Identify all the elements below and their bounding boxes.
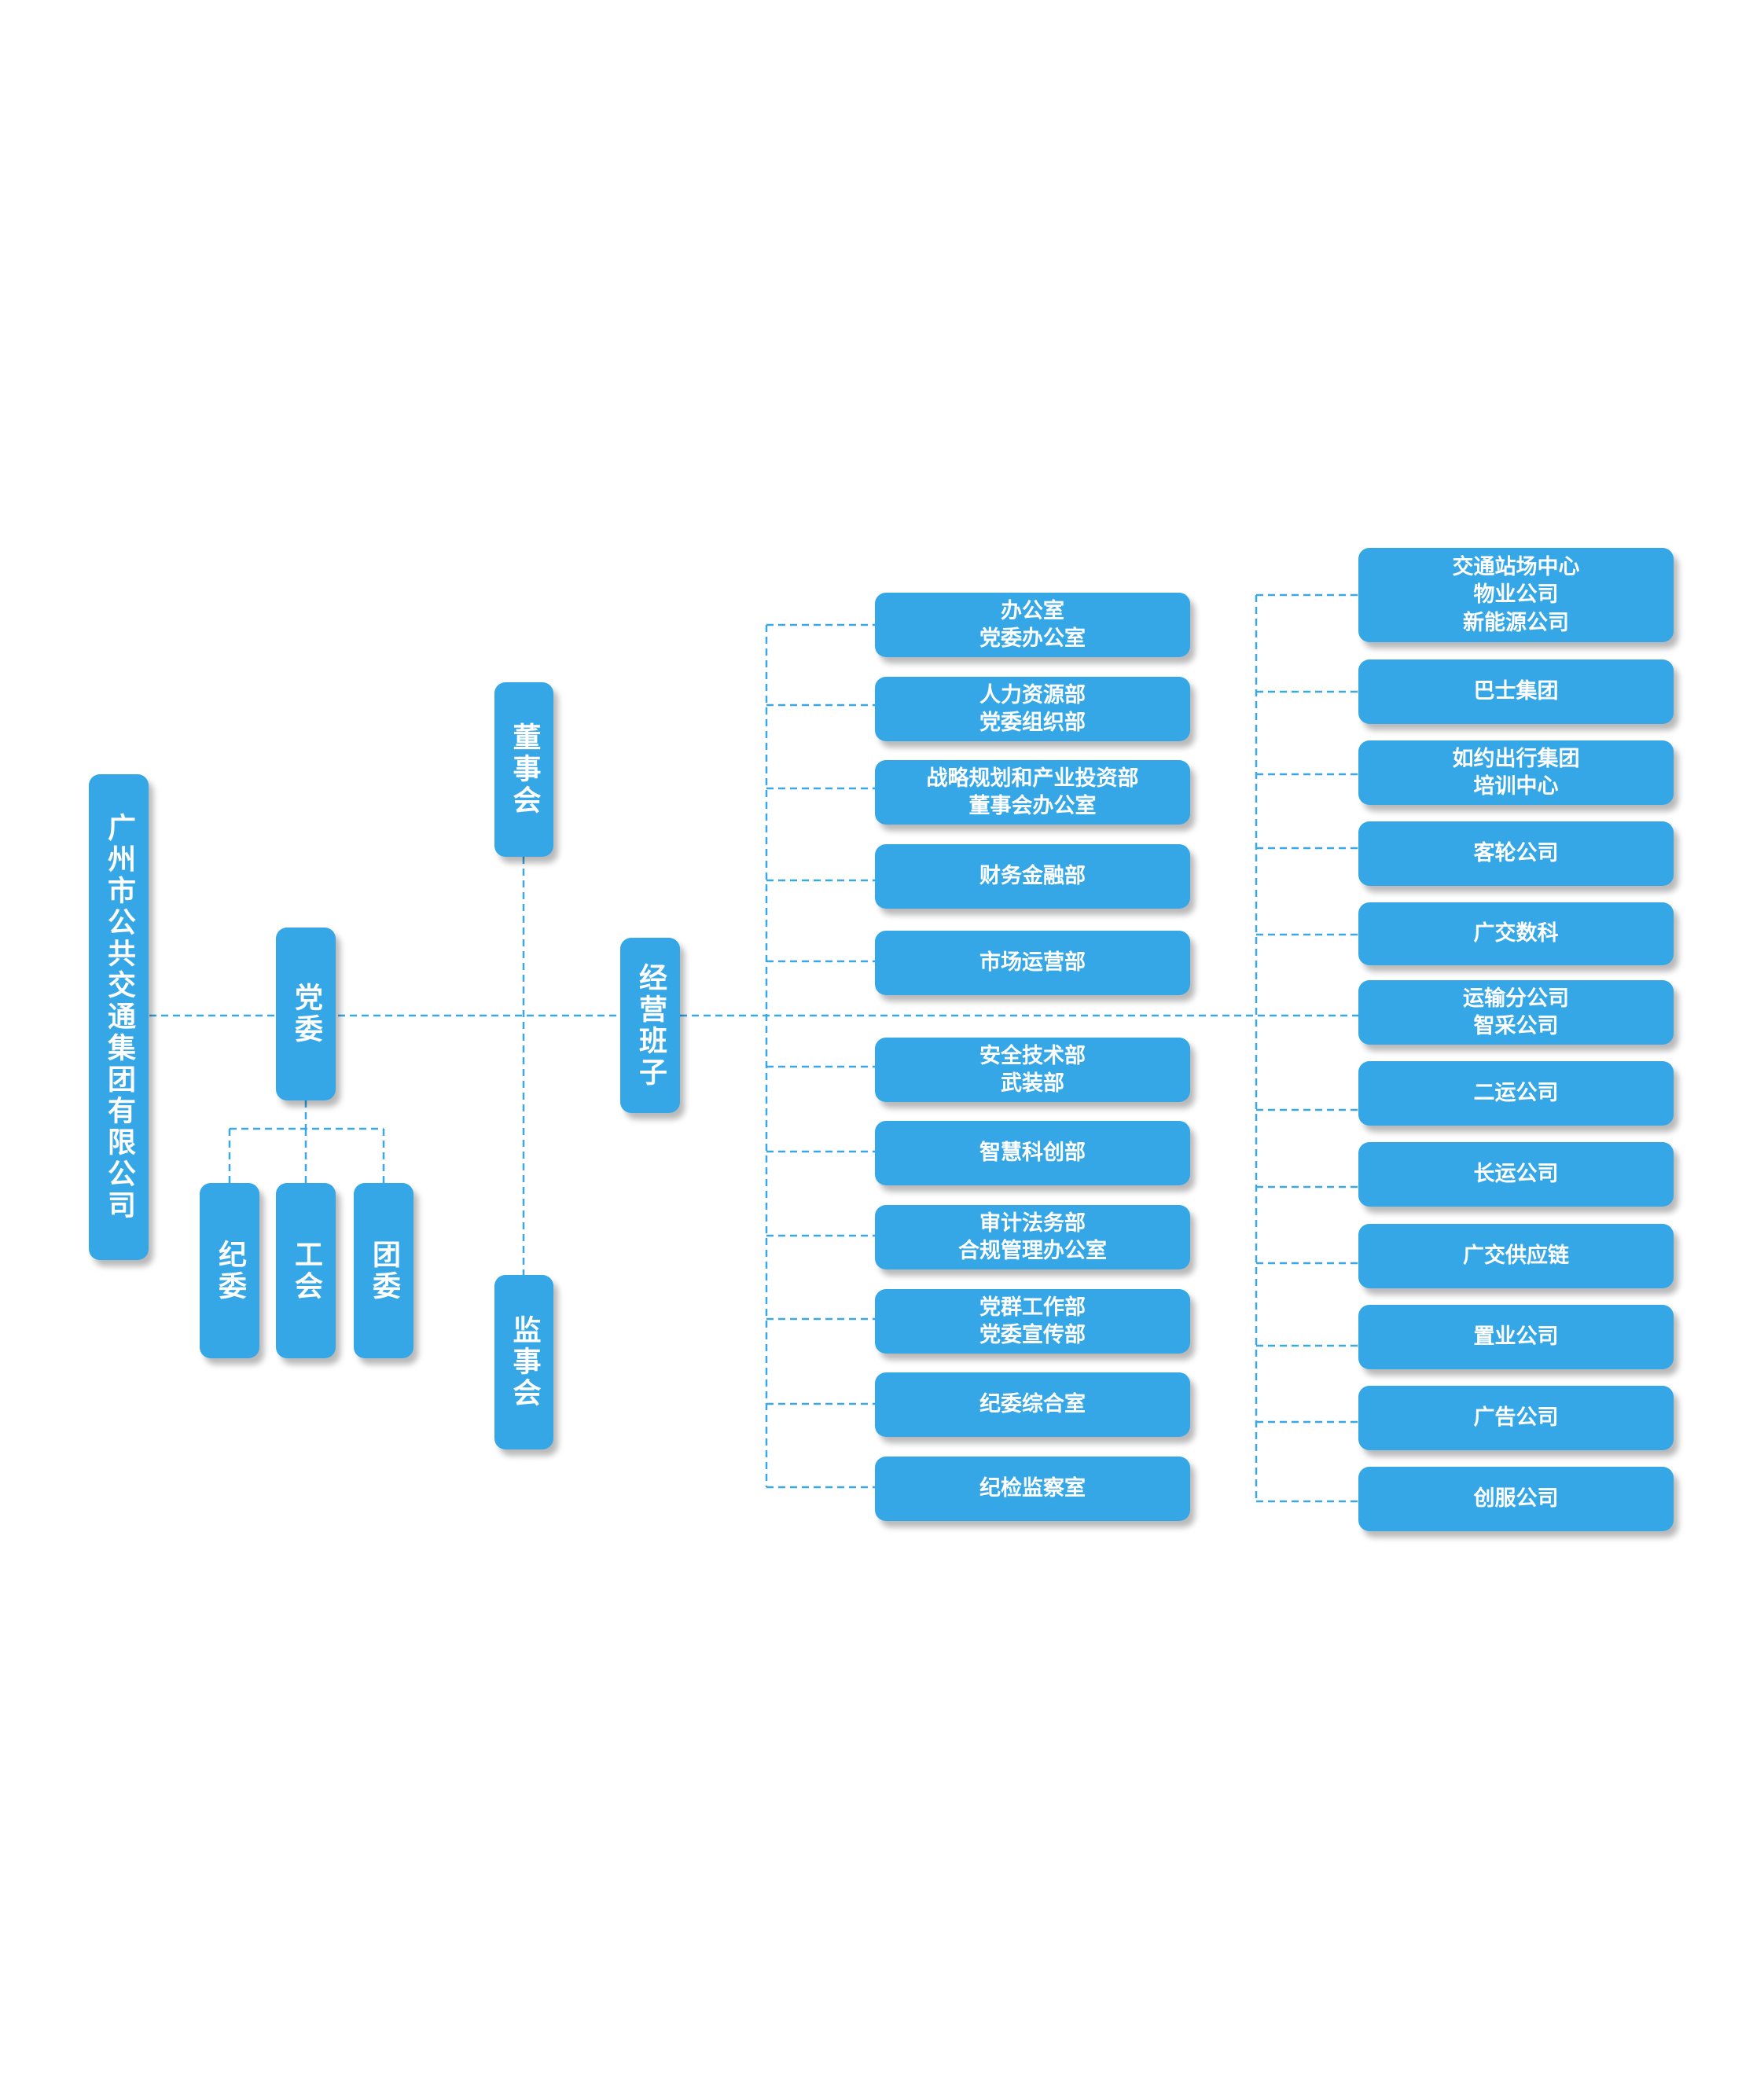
subsidiary-label: 交通站场中心 物业公司 新能源公司: [1452, 555, 1580, 635]
subsidiary-label: 巴士集团: [1473, 679, 1559, 704]
root-company-box: 广州市公共交通集团有限公司: [89, 774, 149, 1260]
department-label: 办公室 党委办公室: [979, 598, 1086, 651]
board-of-directors-label: 董事会: [508, 722, 541, 817]
department-label: 审计法务部 合规管理办公室: [958, 1210, 1107, 1263]
subsidiary-box: 交通站场中心 物业公司 新能源公司: [1358, 548, 1674, 642]
department-label: 纪检监察室: [979, 1476, 1086, 1501]
subsidiary-label: 如约出行集团 培训中心: [1452, 746, 1580, 799]
department-label: 市场运营部: [979, 950, 1086, 975]
party-committee-label: 党委: [289, 983, 322, 1045]
department-box: 人力资源部 党委组织部: [875, 677, 1190, 741]
department-box: 审计法务部 合规管理办公室: [875, 1205, 1190, 1269]
department-label: 智慧科创部: [979, 1141, 1086, 1166]
department-box: 市场运营部: [875, 931, 1190, 995]
subsidiary-label: 客轮公司: [1473, 841, 1559, 866]
labor-union-label: 工会: [289, 1239, 322, 1302]
subsidiary-label: 置业公司: [1473, 1324, 1559, 1350]
department-label: 战略规划和产业投资部 董事会办公室: [926, 766, 1139, 818]
department-box: 安全技术部 武装部: [875, 1038, 1190, 1102]
department-box: 财务金融部: [875, 844, 1190, 909]
subsidiary-box: 如约出行集团 培训中心: [1358, 740, 1674, 805]
subsidiary-label: 二运公司: [1473, 1081, 1559, 1106]
subsidiary-box: 广交数科: [1358, 902, 1674, 965]
subsidiary-box: 创服公司: [1358, 1467, 1674, 1531]
supervisory-board-box: 监事会: [494, 1275, 553, 1449]
subsidiary-label: 运输分公司 智采公司: [1463, 986, 1569, 1038]
party-committee-box: 党委: [276, 928, 336, 1100]
subsidiary-box: 二运公司: [1358, 1061, 1674, 1126]
subsidiary-label: 广交数科: [1473, 921, 1559, 946]
subsidiary-label: 创服公司: [1473, 1486, 1559, 1512]
subsidiary-box: 运输分公司 智采公司: [1358, 980, 1674, 1045]
management-team-box: 经营班子: [620, 938, 680, 1113]
subsidiary-box: 置业公司: [1358, 1305, 1674, 1369]
management-team-label: 经营班子: [634, 962, 667, 1089]
subsidiary-label: 长运公司: [1473, 1162, 1559, 1187]
department-box: 战略规划和产业投资部 董事会办公室: [875, 760, 1190, 825]
department-label: 纪委综合室: [979, 1392, 1086, 1417]
subsidiary-label: 广告公司: [1473, 1405, 1559, 1431]
subsidiary-box: 广告公司: [1358, 1386, 1674, 1450]
department-box: 纪委综合室: [875, 1372, 1190, 1437]
subsidiary-label: 广交供应链: [1463, 1244, 1569, 1269]
discipline-committee-box: 纪委: [200, 1183, 259, 1358]
department-label: 安全技术部 武装部: [979, 1043, 1086, 1096]
board-of-directors-box: 董事会: [494, 682, 553, 857]
department-label: 人力资源部 党委组织部: [979, 682, 1086, 735]
department-label: 财务金融部: [979, 864, 1086, 889]
subsidiary-box: 客轮公司: [1358, 821, 1674, 886]
subsidiary-box: 巴士集团: [1358, 659, 1674, 724]
subsidiary-box: 长运公司: [1358, 1142, 1674, 1207]
department-box: 纪检监察室: [875, 1457, 1190, 1521]
youth-league-label: 团委: [367, 1239, 400, 1302]
subsidiary-box: 广交供应链: [1358, 1224, 1674, 1288]
youth-league-box: 团委: [354, 1183, 413, 1358]
department-box: 党群工作部 党委宣传部: [875, 1289, 1190, 1354]
department-label: 党群工作部 党委宣传部: [979, 1295, 1086, 1347]
root-company-label: 广州市公共交通集团有限公司: [102, 813, 135, 1222]
supervisory-board-label: 监事会: [508, 1315, 541, 1409]
department-box: 智慧科创部: [875, 1121, 1190, 1185]
labor-union-box: 工会: [276, 1183, 336, 1358]
discipline-committee-label: 纪委: [213, 1239, 246, 1302]
department-box: 办公室 党委办公室: [875, 593, 1190, 657]
